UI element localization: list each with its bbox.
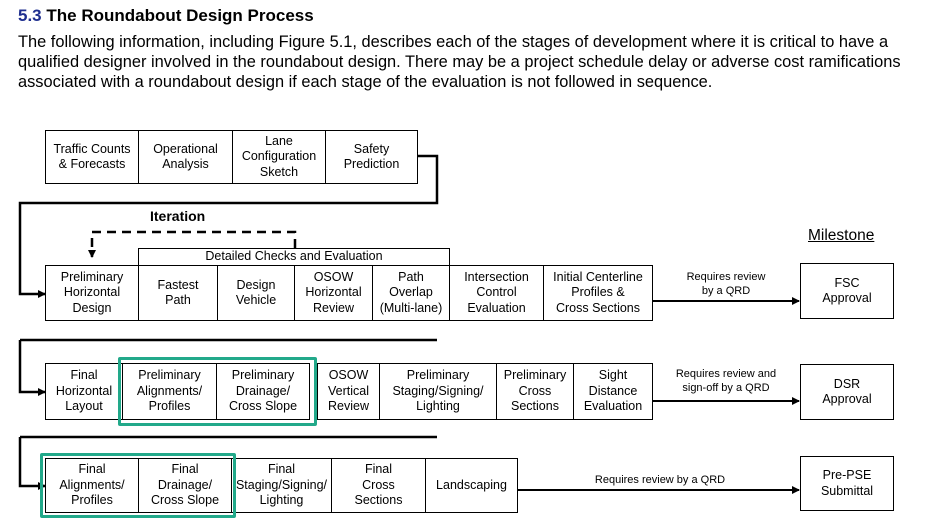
stage-path-overlap: Path Overlap (Multi-lane) [372,265,450,321]
stage-preliminary-drainage: Preliminary Drainage/ Cross Slope [216,363,310,420]
stage-initial-centerline: Initial Centerline Profiles & Cross Sect… [543,265,653,321]
section-heading: 5.3 The Roundabout Design Process [18,6,314,26]
milestone-pre-pse-submittal: Pre-PSE Submittal [800,456,894,511]
stage-sight-distance: Sight Distance Evaluation [573,363,653,420]
section-number: 5.3 [18,6,42,25]
section-title: The Roundabout Design Process [46,6,314,25]
intro-paragraph: The following information, including Fig… [18,33,901,91]
stage-osow-vertical-review: OSOW Vertical Review [317,363,380,420]
stage-preliminary-cross-sections: Preliminary Cross Sections [496,363,574,420]
detailed-checks-header: Detailed Checks and Evaluation [138,248,450,266]
stage-preliminary-staging: Preliminary Staging/Signing/ Lighting [379,363,497,420]
highlight-preliminary [118,357,317,426]
stage-operational-analysis: Operational Analysis [138,130,233,184]
row3-requirement: Requires review and sign-off by a QRD [675,368,777,394]
stage-preliminary-alignments: Preliminary Alignments/ Profiles [122,363,217,420]
milestone-dsr-approval: DSR Approval [800,364,894,420]
row2-requirement: Requires review by a QRD [686,271,766,297]
highlight-final [40,453,236,518]
milestone-label: Milestone [808,227,875,244]
stage-lane-configuration: Lane Configuration Sketch [232,130,326,184]
stage-final-horizontal-layout: Final Horizontal Layout [45,363,123,420]
row4-requirement: Requires review by a QRD [594,474,726,486]
iteration-label: Iteration [150,208,206,224]
stage-design-vehicle: Design Vehicle [217,265,295,321]
stage-fastest-path: Fastest Path [138,265,218,321]
stage-final-staging: Final Staging/Signing/ Lighting [231,458,332,513]
stage-traffic-counts: Traffic Counts & Forecasts [45,130,139,184]
stage-intersection-control: Intersection Control Evaluation [449,265,544,321]
stage-final-drainage: Final Drainage/ Cross Slope [138,458,232,513]
connector-row2-row3 [18,340,46,396]
milestone-fsc-approval: FSC Approval [800,263,894,319]
iteration-loop [88,230,297,258]
connector-row3-row4 [18,437,46,490]
stage-landscaping: Landscaping [425,458,518,513]
stage-preliminary-horizontal-design: Preliminary Horizontal Design [45,265,139,321]
connector-row1-row2 [18,154,439,298]
stage-safety-prediction: Safety Prediction [325,130,418,184]
stage-osow-horizontal-review: OSOW Horizontal Review [294,265,373,321]
stage-final-cross-sections: Final Cross Sections [331,458,426,513]
